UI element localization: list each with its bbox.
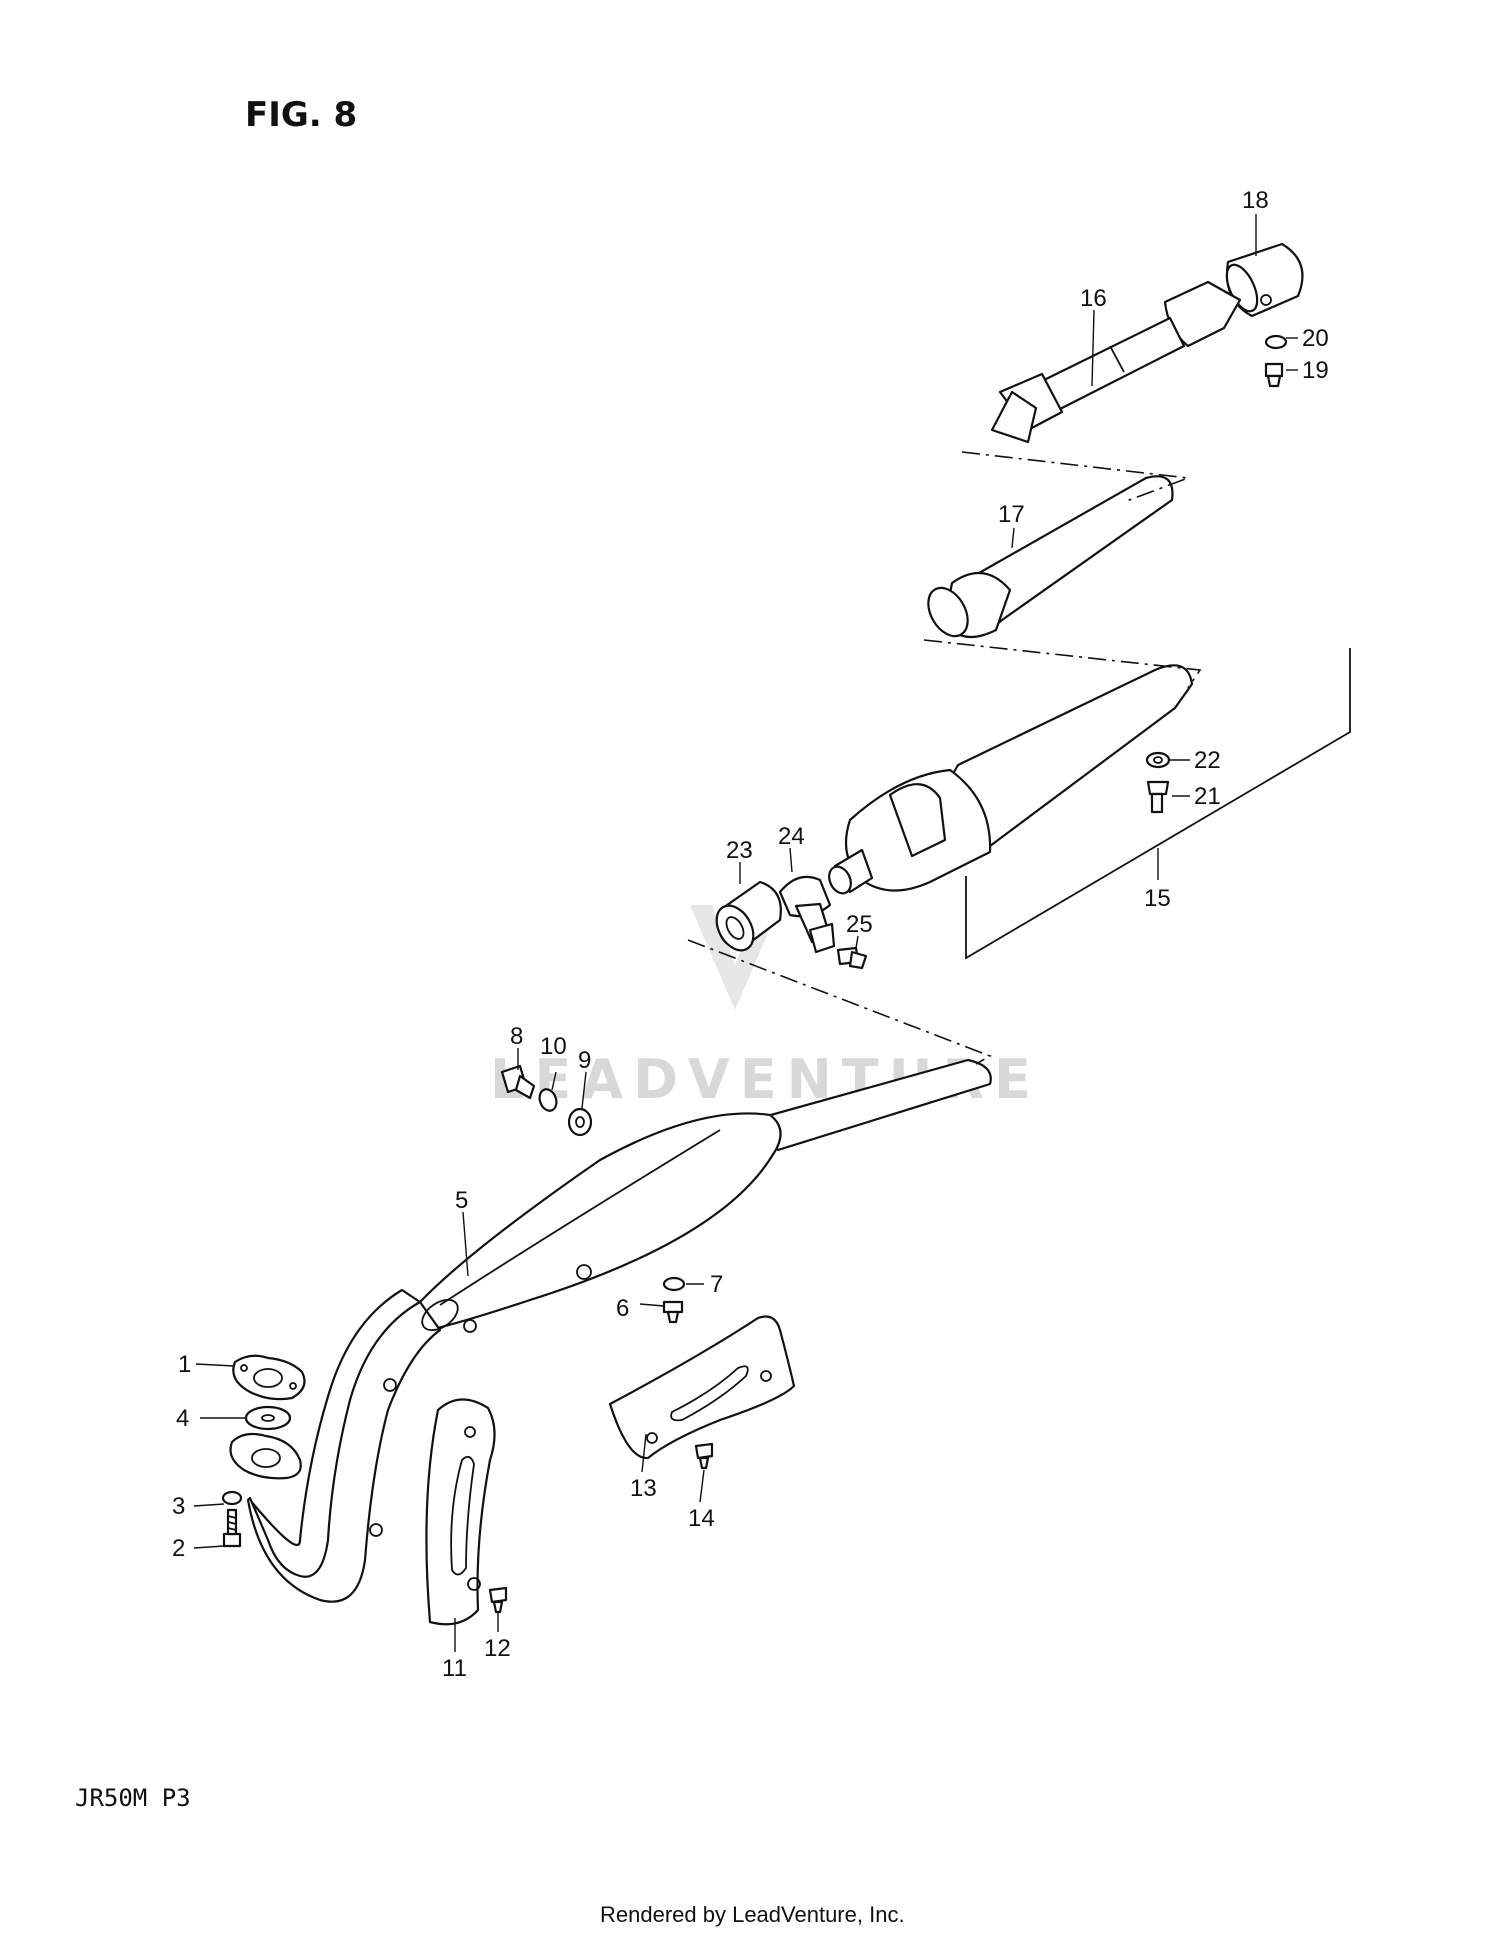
part-8-bolt bbox=[500, 1064, 536, 1100]
callout-16: 16 bbox=[1080, 285, 1107, 312]
part-14-screw bbox=[694, 1442, 714, 1470]
callout-14: 14 bbox=[688, 1505, 715, 1532]
part-21-bolt bbox=[1146, 780, 1170, 814]
callout-24: 24 bbox=[778, 823, 805, 850]
part-22-washer bbox=[1145, 751, 1171, 769]
assembly-bracket bbox=[965, 648, 1351, 960]
callout-15: 15 bbox=[1144, 885, 1171, 912]
callout-3: 3 bbox=[172, 1493, 185, 1520]
callout-22: 22 bbox=[1194, 747, 1221, 774]
part-20-washer bbox=[1264, 334, 1288, 350]
callout-6: 6 bbox=[616, 1295, 629, 1322]
part-18-end-cap bbox=[1225, 242, 1304, 318]
callout-13: 13 bbox=[630, 1475, 657, 1502]
callout-2: 2 bbox=[172, 1535, 185, 1562]
callout-9: 9 bbox=[578, 1047, 591, 1074]
part-13-heat-guard bbox=[608, 1315, 796, 1460]
part-10-washer bbox=[538, 1088, 558, 1112]
part-2-stud bbox=[222, 1508, 242, 1548]
model-code: JR50M P3 bbox=[75, 1784, 191, 1812]
leader-lines bbox=[193, 214, 1298, 1652]
part-1-gasket bbox=[232, 1354, 306, 1401]
callout-12: 12 bbox=[484, 1635, 511, 1662]
part-6-screw bbox=[662, 1300, 684, 1324]
callout-7: 7 bbox=[710, 1271, 723, 1298]
callout-5: 5 bbox=[455, 1187, 468, 1214]
callout-21: 21 bbox=[1194, 783, 1221, 810]
part-25-bolt bbox=[836, 946, 868, 970]
callout-11: 11 bbox=[442, 1655, 467, 1682]
callout-20: 20 bbox=[1302, 325, 1329, 352]
part-5-exhaust-pipe bbox=[246, 1058, 992, 1603]
callout-19: 19 bbox=[1302, 357, 1329, 384]
exhaust-flange bbox=[229, 1432, 302, 1480]
callout-18: 18 bbox=[1242, 187, 1269, 214]
part-7-washer bbox=[662, 1276, 686, 1292]
footer-credit: Rendered by LeadVenture, Inc. bbox=[600, 1902, 905, 1927]
part-17-silencer-inner bbox=[927, 475, 1174, 639]
part-19-screw bbox=[1264, 362, 1284, 388]
part-12-screw bbox=[488, 1586, 508, 1614]
figure-title: FIG. 8 bbox=[245, 95, 357, 135]
alignment-lines bbox=[687, 451, 1202, 1065]
part-4-ring bbox=[244, 1405, 292, 1431]
callout-4: 4 bbox=[176, 1405, 189, 1432]
part-3-washer bbox=[221, 1490, 243, 1506]
callout-1: 1 bbox=[178, 1351, 191, 1378]
part-16-tail-pipe bbox=[990, 280, 1242, 444]
callout-8: 8 bbox=[510, 1023, 523, 1050]
part-11-heat-guard bbox=[425, 1398, 496, 1626]
callouts: 1 2 3 4 5 6 7 8 9 10 11 12 13 14 15 16 1… bbox=[172, 187, 1329, 1682]
callout-10: 10 bbox=[540, 1033, 567, 1060]
callout-23: 23 bbox=[726, 837, 753, 864]
part-9-washer bbox=[567, 1107, 593, 1137]
part-15-muffler bbox=[828, 664, 1194, 895]
part-24-clamp bbox=[778, 875, 836, 954]
callout-25: 25 bbox=[846, 911, 873, 938]
part-23-sleeve bbox=[715, 880, 782, 952]
callout-17: 17 bbox=[998, 501, 1025, 528]
